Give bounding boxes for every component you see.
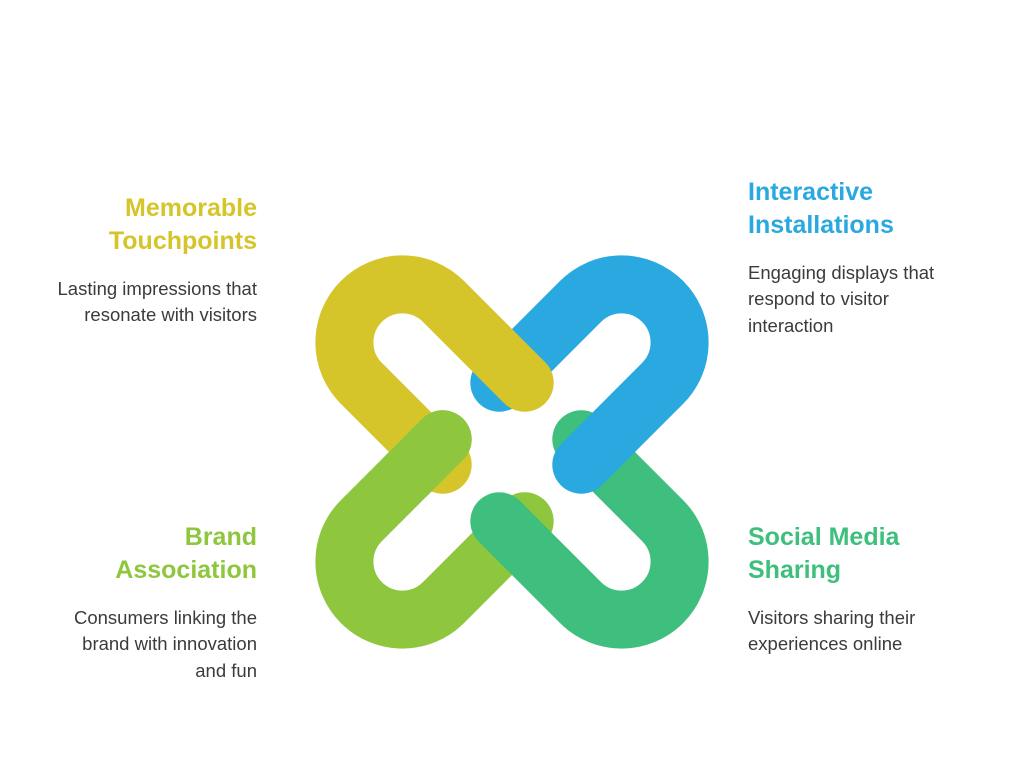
section-title-interactive-installations: Interactive Installations [748, 178, 894, 239]
section-brand-association: Brand Association Consumers linking the … [17, 521, 257, 684]
section-title-social-media-sharing: Social Media Sharing [748, 523, 900, 584]
section-social-media-sharing: Social Media Sharing Visitors sharing th… [748, 521, 978, 658]
section-description-social-media-sharing: Visitors sharing their experiences onlin… [748, 607, 916, 655]
knot-loop-yellow [315, 255, 554, 494]
knot-loop-blue [470, 255, 709, 494]
section-title-brand-association: Brand Association [115, 523, 257, 584]
section-description-interactive-installations: Engaging displays that respond to visito… [748, 262, 935, 336]
section-description-brand-association: Consumers linking the brand with innovat… [73, 607, 257, 681]
section-memorable-touchpoints: Memorable Touchpoints Lasting impression… [17, 192, 258, 329]
section-title-memorable-touchpoints: Memorable Touchpoints [108, 194, 257, 255]
knot-loop-green [470, 410, 709, 649]
knot-weave-patch-lightgreen [378, 410, 472, 504]
section-description-memorable-touchpoints: Lasting impressions that resonate with v… [57, 278, 258, 326]
section-interactive-installations: Interactive Installations Engaging displ… [748, 176, 978, 339]
knot-loop-lightgreen [315, 410, 554, 649]
